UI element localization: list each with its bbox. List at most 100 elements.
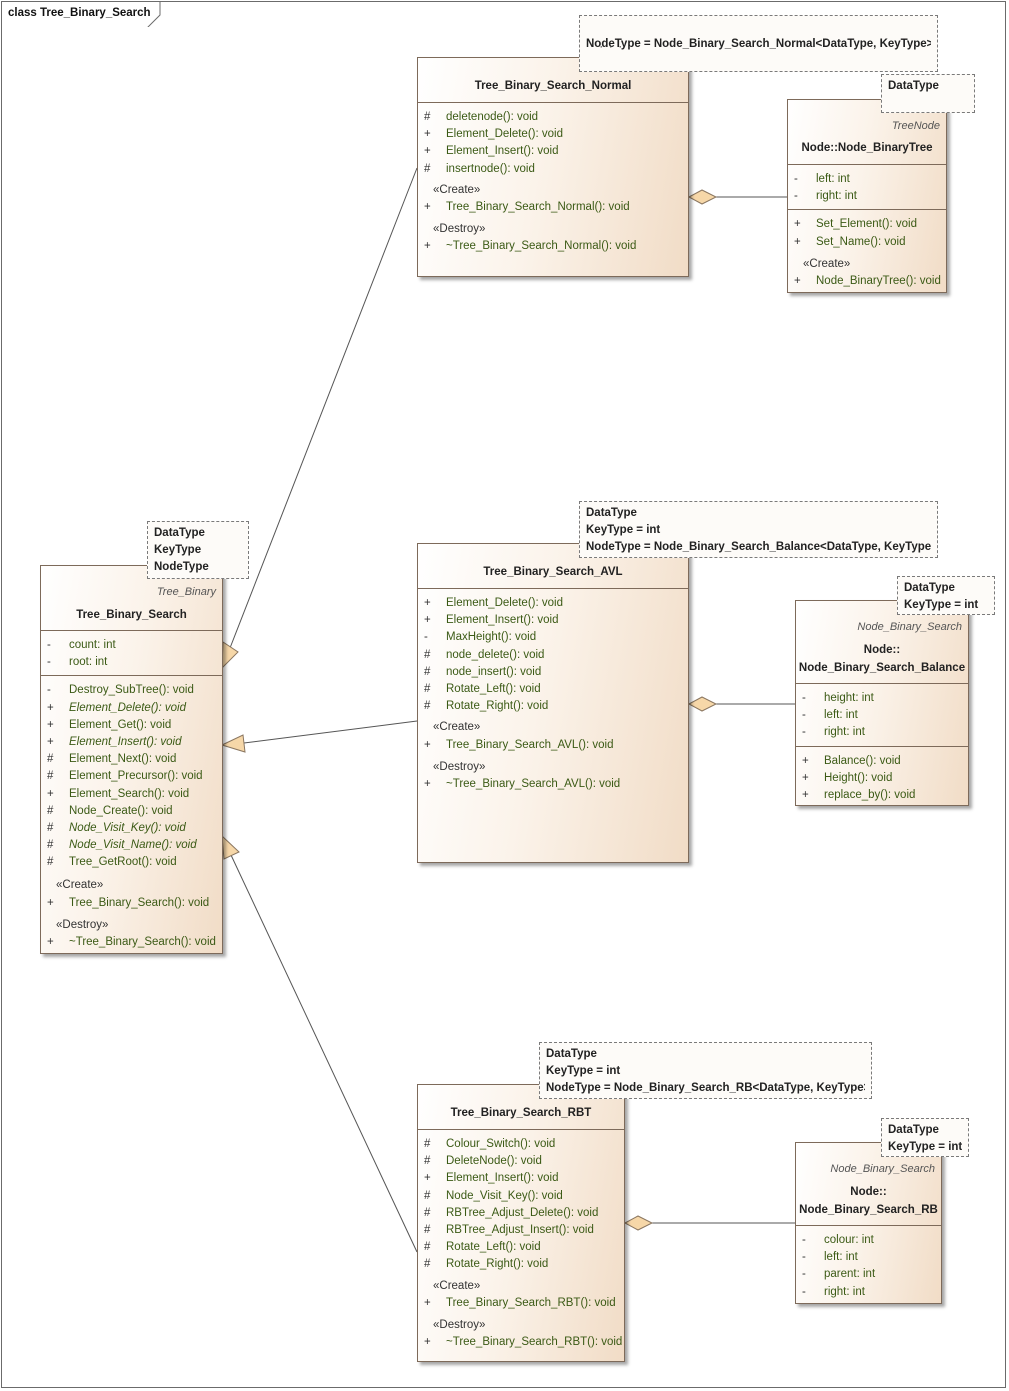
class-name-line1: Node:: xyxy=(863,644,901,656)
attribute-row[interactable]: -right: int xyxy=(794,190,857,203)
operation-row[interactable]: +~Tree_Binary_Search_AVL(): void xyxy=(424,777,621,790)
operation-row[interactable]: +~Tree_Binary_Search_Normal(): void xyxy=(424,240,637,253)
attribute-row[interactable]: -root: int xyxy=(47,656,108,669)
operation-row[interactable]: +Element_Insert(): void xyxy=(47,735,182,748)
operation-row[interactable]: +Set_Name(): void xyxy=(794,235,906,248)
operation-row[interactable]: #Colour_Switch(): void xyxy=(424,1138,556,1150)
template-parameters-partial: · · · xyxy=(600,42,624,52)
parent-class-label: Node_Binary_Search xyxy=(857,621,962,633)
attribute-row[interactable]: -count: int xyxy=(47,639,116,651)
operation-row[interactable]: +Element_Get(): void xyxy=(47,718,172,731)
create-stereotype: «Create» xyxy=(433,183,481,196)
operation-row[interactable]: -Destroy_SubTree(): void xyxy=(47,684,194,697)
aggregation-diamond-rbt xyxy=(623,1215,654,1231)
template-parameters: DataType KeyType = int NodeType = Node_B… xyxy=(539,1042,872,1099)
operations-section: #deletenode(): void +Element_Delete(): v… xyxy=(418,103,688,260)
operations-section: -Destroy_SubTree(): void +Element_Delete… xyxy=(41,676,222,955)
generalization-arrowhead-avl xyxy=(220,734,246,753)
operation-row[interactable]: +Element_Delete(): void xyxy=(47,701,186,714)
operation-row[interactable]: +Tree_Binary_Search_Normal(): void xyxy=(424,200,630,213)
class-name: Tree_Binary_Search xyxy=(76,609,187,621)
operation-row[interactable]: +Element_Insert(): void xyxy=(424,614,559,627)
template-parameters: DataType KeyType NodeType xyxy=(147,521,249,579)
operation-row[interactable]: #DeleteNode(): void xyxy=(424,1155,542,1168)
attribute-row[interactable]: -right: int xyxy=(802,1285,865,1298)
attribute-row[interactable]: -colour: int xyxy=(802,1234,874,1246)
operation-row[interactable]: #Node_Visit_Key(): void xyxy=(47,821,186,834)
class-tree-binary-search-rbt[interactable]: Tree_Binary_Search_RBT #Colour_Switch():… xyxy=(417,1084,625,1362)
operation-row[interactable]: #Tree_GetRoot(): void xyxy=(47,856,177,869)
aggregation-diamond-normal xyxy=(687,189,718,205)
parent-class-label: Node_Binary_Search xyxy=(830,1163,935,1175)
attributes-section: -colour: int -left: int -parent: int -ri… xyxy=(796,1226,941,1305)
operations-section: #Colour_Switch(): void #DeleteNode(): vo… xyxy=(418,1130,624,1355)
operation-row[interactable]: +~Tree_Binary_Search_RBT(): void xyxy=(424,1336,623,1349)
operation-row[interactable]: +Element_Delete(): void xyxy=(424,597,563,609)
template-parameters: NodeType = Node_Binary_Search_Normal<Dat… xyxy=(579,15,938,72)
operation-row[interactable]: +Tree_Binary_Search_RBT(): void xyxy=(424,1296,616,1309)
operation-row[interactable]: +Element_Insert(): void xyxy=(424,145,559,158)
operation-row[interactable]: #Rotate_Left(): void xyxy=(424,1241,541,1254)
attributes-section: -left: int -right: int xyxy=(788,165,946,211)
class-name-line2: Node_Binary_Search_Balance xyxy=(798,662,966,674)
operation-row[interactable]: #Rotate_Left(): void xyxy=(424,682,541,695)
parent-class-label: Tree_Binary xyxy=(156,586,216,598)
class-name-line1: Node:: xyxy=(850,1186,887,1198)
operation-row[interactable]: #Node_Visit_Key(): void xyxy=(424,1189,563,1202)
attribute-row[interactable]: -height: int xyxy=(802,692,874,704)
operation-row[interactable]: #node_insert(): void xyxy=(424,665,542,678)
operation-row[interactable]: +Tree_Binary_Search(): void xyxy=(47,896,210,909)
class-tree-binary-search[interactable]: Tree_Binary Tree_Binary_Search -count: i… xyxy=(40,565,223,954)
class-tree-binary-search-avl[interactable]: Tree_Binary_Search_AVL +Element_Delete()… xyxy=(417,543,689,863)
operation-row[interactable]: #RBTree_Adjust_Delete(): void xyxy=(424,1206,599,1219)
class-node-binary-search-rb[interactable]: Node_Binary_Search Node:: Node_Binary_Se… xyxy=(795,1142,942,1304)
generalization-arrowhead-normal xyxy=(221,641,239,670)
operation-row[interactable]: +Set_Element(): void xyxy=(794,218,917,231)
operation-row[interactable]: #Element_Next(): void xyxy=(47,753,177,766)
operation-row[interactable]: #Element_Precursor(): void xyxy=(47,770,203,783)
operation-row[interactable]: #Node_Visit_Name(): void xyxy=(47,839,197,852)
operation-row[interactable]: +Tree_Binary_Search_AVL(): void xyxy=(424,738,614,751)
operation-row[interactable]: +~Tree_Binary_Search(): void xyxy=(47,936,216,948)
attribute-row[interactable]: -right: int xyxy=(802,726,865,739)
attribute-row[interactable]: -left: int xyxy=(794,173,850,185)
attributes-section: -height: int -left: int -right: int xyxy=(796,684,968,747)
operation-row[interactable]: +Element_Insert(): void xyxy=(424,1172,559,1185)
destroy-stereotype: «Destroy» xyxy=(433,760,486,773)
operation-row[interactable]: #Node_Create(): void xyxy=(47,804,173,817)
operation-row[interactable]: +Element_Delete(): void xyxy=(424,128,563,141)
operation-row[interactable]: +Height(): void xyxy=(802,771,893,784)
class-name: Tree_Binary_Search_AVL xyxy=(483,566,623,578)
attribute-row[interactable]: -left: int xyxy=(802,709,858,722)
operation-row[interactable]: +replace_by(): void xyxy=(802,788,916,801)
operations-section: +Set_Element(): void +Set_Name(): void «… xyxy=(788,210,946,294)
template-parameters: DataType KeyType = int xyxy=(897,576,995,615)
operation-row[interactable]: #RBTree_Adjust_Insert(): void xyxy=(424,1223,594,1236)
attribute-row[interactable]: -parent: int xyxy=(802,1268,876,1281)
operation-row[interactable]: #Rotate_Right(): void xyxy=(424,1258,549,1271)
generalization-avl xyxy=(243,720,418,744)
operation-row[interactable]: +Node_BinaryTree(): void xyxy=(794,274,941,287)
class-node-binarytree[interactable]: TreeNode Node::Node_BinaryTree -left: in… xyxy=(787,99,947,293)
attributes-section: -count: int -root: int xyxy=(41,631,222,677)
destroy-stereotype: «Destroy» xyxy=(433,1318,486,1331)
class-node-binary-search-balance[interactable]: Node_Binary_Search Node:: Node_Binary_Se… xyxy=(795,600,969,806)
destroy-stereotype: «Destroy» xyxy=(56,918,109,931)
operation-row[interactable]: #Rotate_Right(): void xyxy=(424,700,549,713)
operation-row[interactable]: +Balance(): void xyxy=(802,754,901,767)
template-parameters: DataType xyxy=(881,74,975,113)
attribute-row[interactable]: -left: int xyxy=(802,1251,858,1264)
diagram-title: class Tree_Binary_Search xyxy=(8,7,151,19)
operation-row[interactable]: #deletenode(): void xyxy=(424,111,539,123)
operation-row[interactable]: #node_delete(): void xyxy=(424,648,545,661)
operation-row[interactable]: #insertnode(): void xyxy=(424,162,535,175)
class-name: Tree_Binary_Search_RBT xyxy=(450,1107,592,1119)
operation-row[interactable]: +Element_Search(): void xyxy=(47,787,190,800)
diagram-title-tab xyxy=(147,1,161,27)
operation-row[interactable]: -MaxHeight(): void xyxy=(424,631,537,644)
class-tree-binary-search-normal[interactable]: Tree_Binary_Search_Normal #deletenode():… xyxy=(417,57,689,277)
aggregation-diamond-avl xyxy=(687,696,718,712)
template-parameters: DataType KeyType = int xyxy=(881,1118,969,1157)
create-stereotype: «Create» xyxy=(433,1279,481,1292)
